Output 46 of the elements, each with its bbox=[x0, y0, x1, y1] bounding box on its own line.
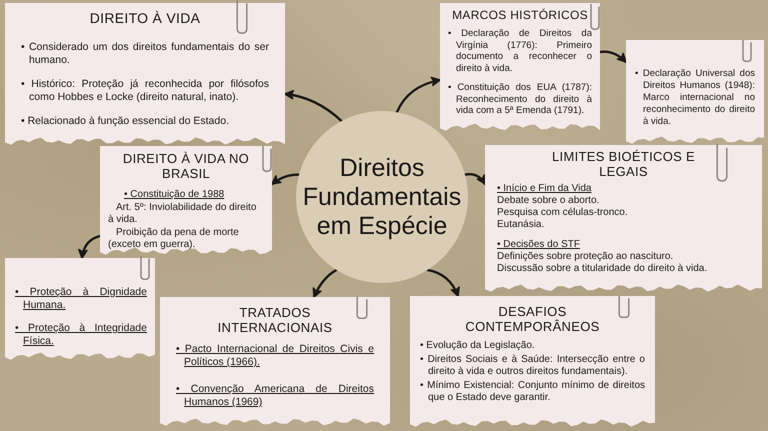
bullet-text: • Convenção Americana de Direitos Humanos (1969) bbox=[176, 383, 374, 409]
note-card bbox=[5, 3, 285, 145]
arrow bbox=[598, 50, 628, 64]
arrow bbox=[78, 234, 102, 260]
note-text: Definições sobre proteção ao nascituro. bbox=[497, 251, 674, 263]
note-text: Eutanásia. bbox=[497, 219, 546, 231]
note-heading: LIMITES BIOÉTICOS E LEGAIS bbox=[551, 149, 696, 179]
bullet-text: • Evolução da Legislação. bbox=[420, 340, 536, 352]
note-heading: MARCOS HISTÓRICOS bbox=[452, 8, 588, 22]
note-card bbox=[626, 40, 764, 144]
note-heading: DIREITO À VIDA NO BRASIL bbox=[122, 151, 250, 181]
bullet-text: • Considerado um dos direitos fundamentais do ser humano. bbox=[21, 41, 269, 67]
bullet-text: • Histórico: Proteção já reconhecida por filósofos como Hobbes e Locke (direito natural, inato). bbox=[21, 78, 269, 104]
bullet-text: • Pacto Internacional de Direitos Civis e Políticos (1966). bbox=[176, 343, 374, 369]
arrow bbox=[396, 77, 442, 114]
note-heading: DIREITO À VIDA bbox=[88, 10, 202, 26]
bullet-text: • Mínimo Existencial: Conjunto mínimo de direitos que o Estado deve garantir. bbox=[420, 380, 645, 404]
note-card bbox=[410, 296, 655, 427]
arrow bbox=[312, 268, 338, 298]
bullet-text: • Constituição dos EUA (1787): Reconhecimento do direito à vida com a 5ª Emenda (1791). bbox=[448, 82, 592, 116]
note-text: Debate sobre o aborto. bbox=[497, 195, 600, 207]
bullet-text: • Início e Fim da Vida bbox=[497, 183, 592, 195]
note-heading: TRATADOS INTERNACIONAIS bbox=[216, 305, 334, 335]
bullet-text: • Decisões do STF bbox=[497, 239, 581, 251]
central-title: Direitos Fundamentais em Espécie bbox=[302, 154, 462, 240]
bullet-text: • Relacionado à função essencial do Estado. bbox=[21, 115, 230, 128]
note-text: Proibição da pena de morte (exceto em guerra). bbox=[108, 226, 240, 252]
note-heading: DESAFIOS CONTEMPORÂNEOS bbox=[464, 304, 601, 334]
bullet-text: • Declaração de Direitos da Virgínia (1776): Primeiro documento a reconhecer o direito à vida. bbox=[448, 28, 592, 74]
note-text: Art. 5º: Inviolabilidade do direito à vida. bbox=[108, 202, 258, 226]
note-card bbox=[485, 145, 762, 292]
arrow bbox=[426, 268, 460, 298]
bullet-text: • Declaração Universal dos Direitos Humanos (1948): Marco internacional no reconhecimento do direito à vida. bbox=[635, 68, 755, 128]
bullet-text: • Proteção à Dignidade Humana. bbox=[15, 286, 147, 312]
bullet-text: • Direitos Sociais e à Saúde: Intersecção entre o direito à vida e outros direitos fundamentais). bbox=[420, 354, 645, 378]
arrow bbox=[464, 173, 486, 186]
bullet-text: • Proteção à Integridade Física. bbox=[15, 322, 147, 348]
arrow bbox=[284, 90, 343, 122]
note-card bbox=[100, 146, 272, 255]
note-text: Discussão sobre a titularidade do direito à vida. bbox=[497, 263, 708, 275]
bullet-text: • Constituição de 1988 bbox=[124, 189, 226, 202]
note-text: Pesquisa com células-tronco. bbox=[497, 207, 629, 219]
note-card bbox=[5, 258, 155, 360]
note-card bbox=[160, 297, 390, 426]
note-card bbox=[440, 3, 600, 131]
arrow bbox=[270, 173, 300, 186]
